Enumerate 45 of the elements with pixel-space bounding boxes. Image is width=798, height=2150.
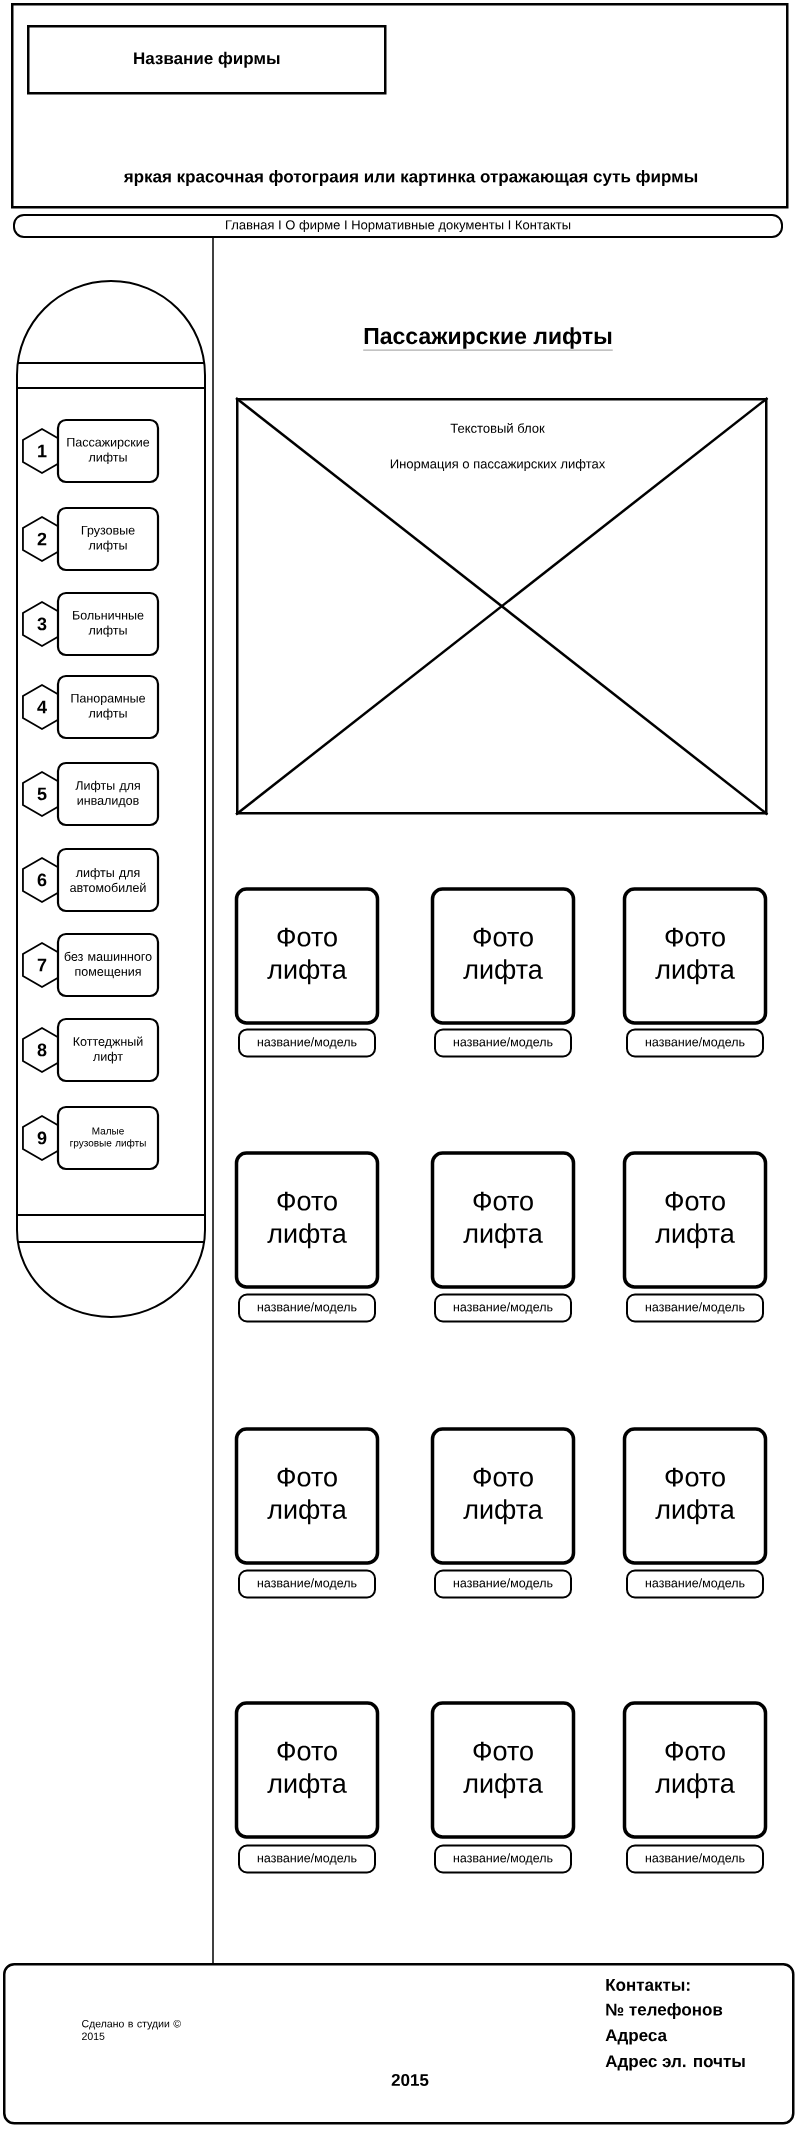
contact-line: Адреса — [605, 2029, 668, 2045]
contact-line: Адрес эл. почты — [605, 2055, 745, 2071]
year-text: 2015 — [391, 2074, 429, 2086]
photo-frame: Фото лифта — [234, 887, 380, 1025]
caption-box: название/модель — [626, 1028, 764, 1058]
navigation-bar: Главная I О фирме I Нормативные документы I Контакты — [13, 214, 783, 238]
divider-line — [212, 237, 214, 1964]
photo-frame: Фото лифта — [234, 1701, 380, 1839]
menu-item-box: Малые грузовые лифты — [56, 1105, 160, 1171]
menu-item-box: без машинного помещения — [56, 932, 160, 998]
menu-item-box: Пассажирские лифты — [56, 418, 160, 484]
sidebar-panel — [16, 280, 206, 1318]
menu-item-box: Больничные лифты — [56, 591, 160, 657]
photo-frame: Фото лифта — [234, 1427, 380, 1565]
caption-box: название/модель — [238, 1569, 376, 1599]
menu-item-box: Грузовые лифты — [56, 506, 160, 572]
caption-box: название/модель — [238, 1844, 376, 1874]
photo-frame: Фото лифта — [430, 1701, 576, 1839]
caption-box: название/модель — [238, 1293, 376, 1323]
caption-box: название/модель — [626, 1569, 764, 1599]
menu-item-box: Лифты для инвалидов — [56, 761, 160, 827]
menu-item-box: лифты для автомобилей — [56, 847, 160, 913]
caption-box: название/модель — [434, 1293, 572, 1323]
caption-box: название/модель — [434, 1844, 572, 1874]
caption-box: название/модель — [626, 1293, 764, 1323]
photo-frame: Фото лифта — [430, 887, 576, 1025]
company-name-box: Название фирмы — [27, 25, 387, 95]
caption-box: название/модель — [434, 1028, 572, 1058]
contact-line: № телефонов — [606, 2003, 723, 2019]
photo-frame: Фото лифта — [430, 1151, 576, 1289]
text-block: Текстовый блок Инормация о пассажирских лифтах — [235, 397, 769, 816]
photo-frame: Фото лифта — [622, 887, 768, 1025]
photo-frame: Фото лифта — [622, 1151, 768, 1289]
photo-frame: Фото лифта — [622, 1427, 768, 1565]
photo-frame: Фото лифта — [622, 1701, 768, 1839]
page-title: Пассажирские лифты — [363, 327, 613, 351]
menu-item-box: Коттеджный лифт — [56, 1017, 160, 1083]
credit-text: Сделано в студии © 2015 — [82, 2020, 181, 2040]
caption-box: название/модель — [626, 1844, 764, 1874]
contact-line: Контакты: — [606, 1979, 690, 1991]
photo-frame: Фото лифта — [430, 1427, 576, 1565]
caption-box: название/модель — [238, 1028, 376, 1058]
menu-item-box: Панорамные лифты — [56, 674, 160, 740]
photo-frame: Фото лифта — [234, 1151, 380, 1289]
caption-box: название/модель — [434, 1569, 572, 1599]
